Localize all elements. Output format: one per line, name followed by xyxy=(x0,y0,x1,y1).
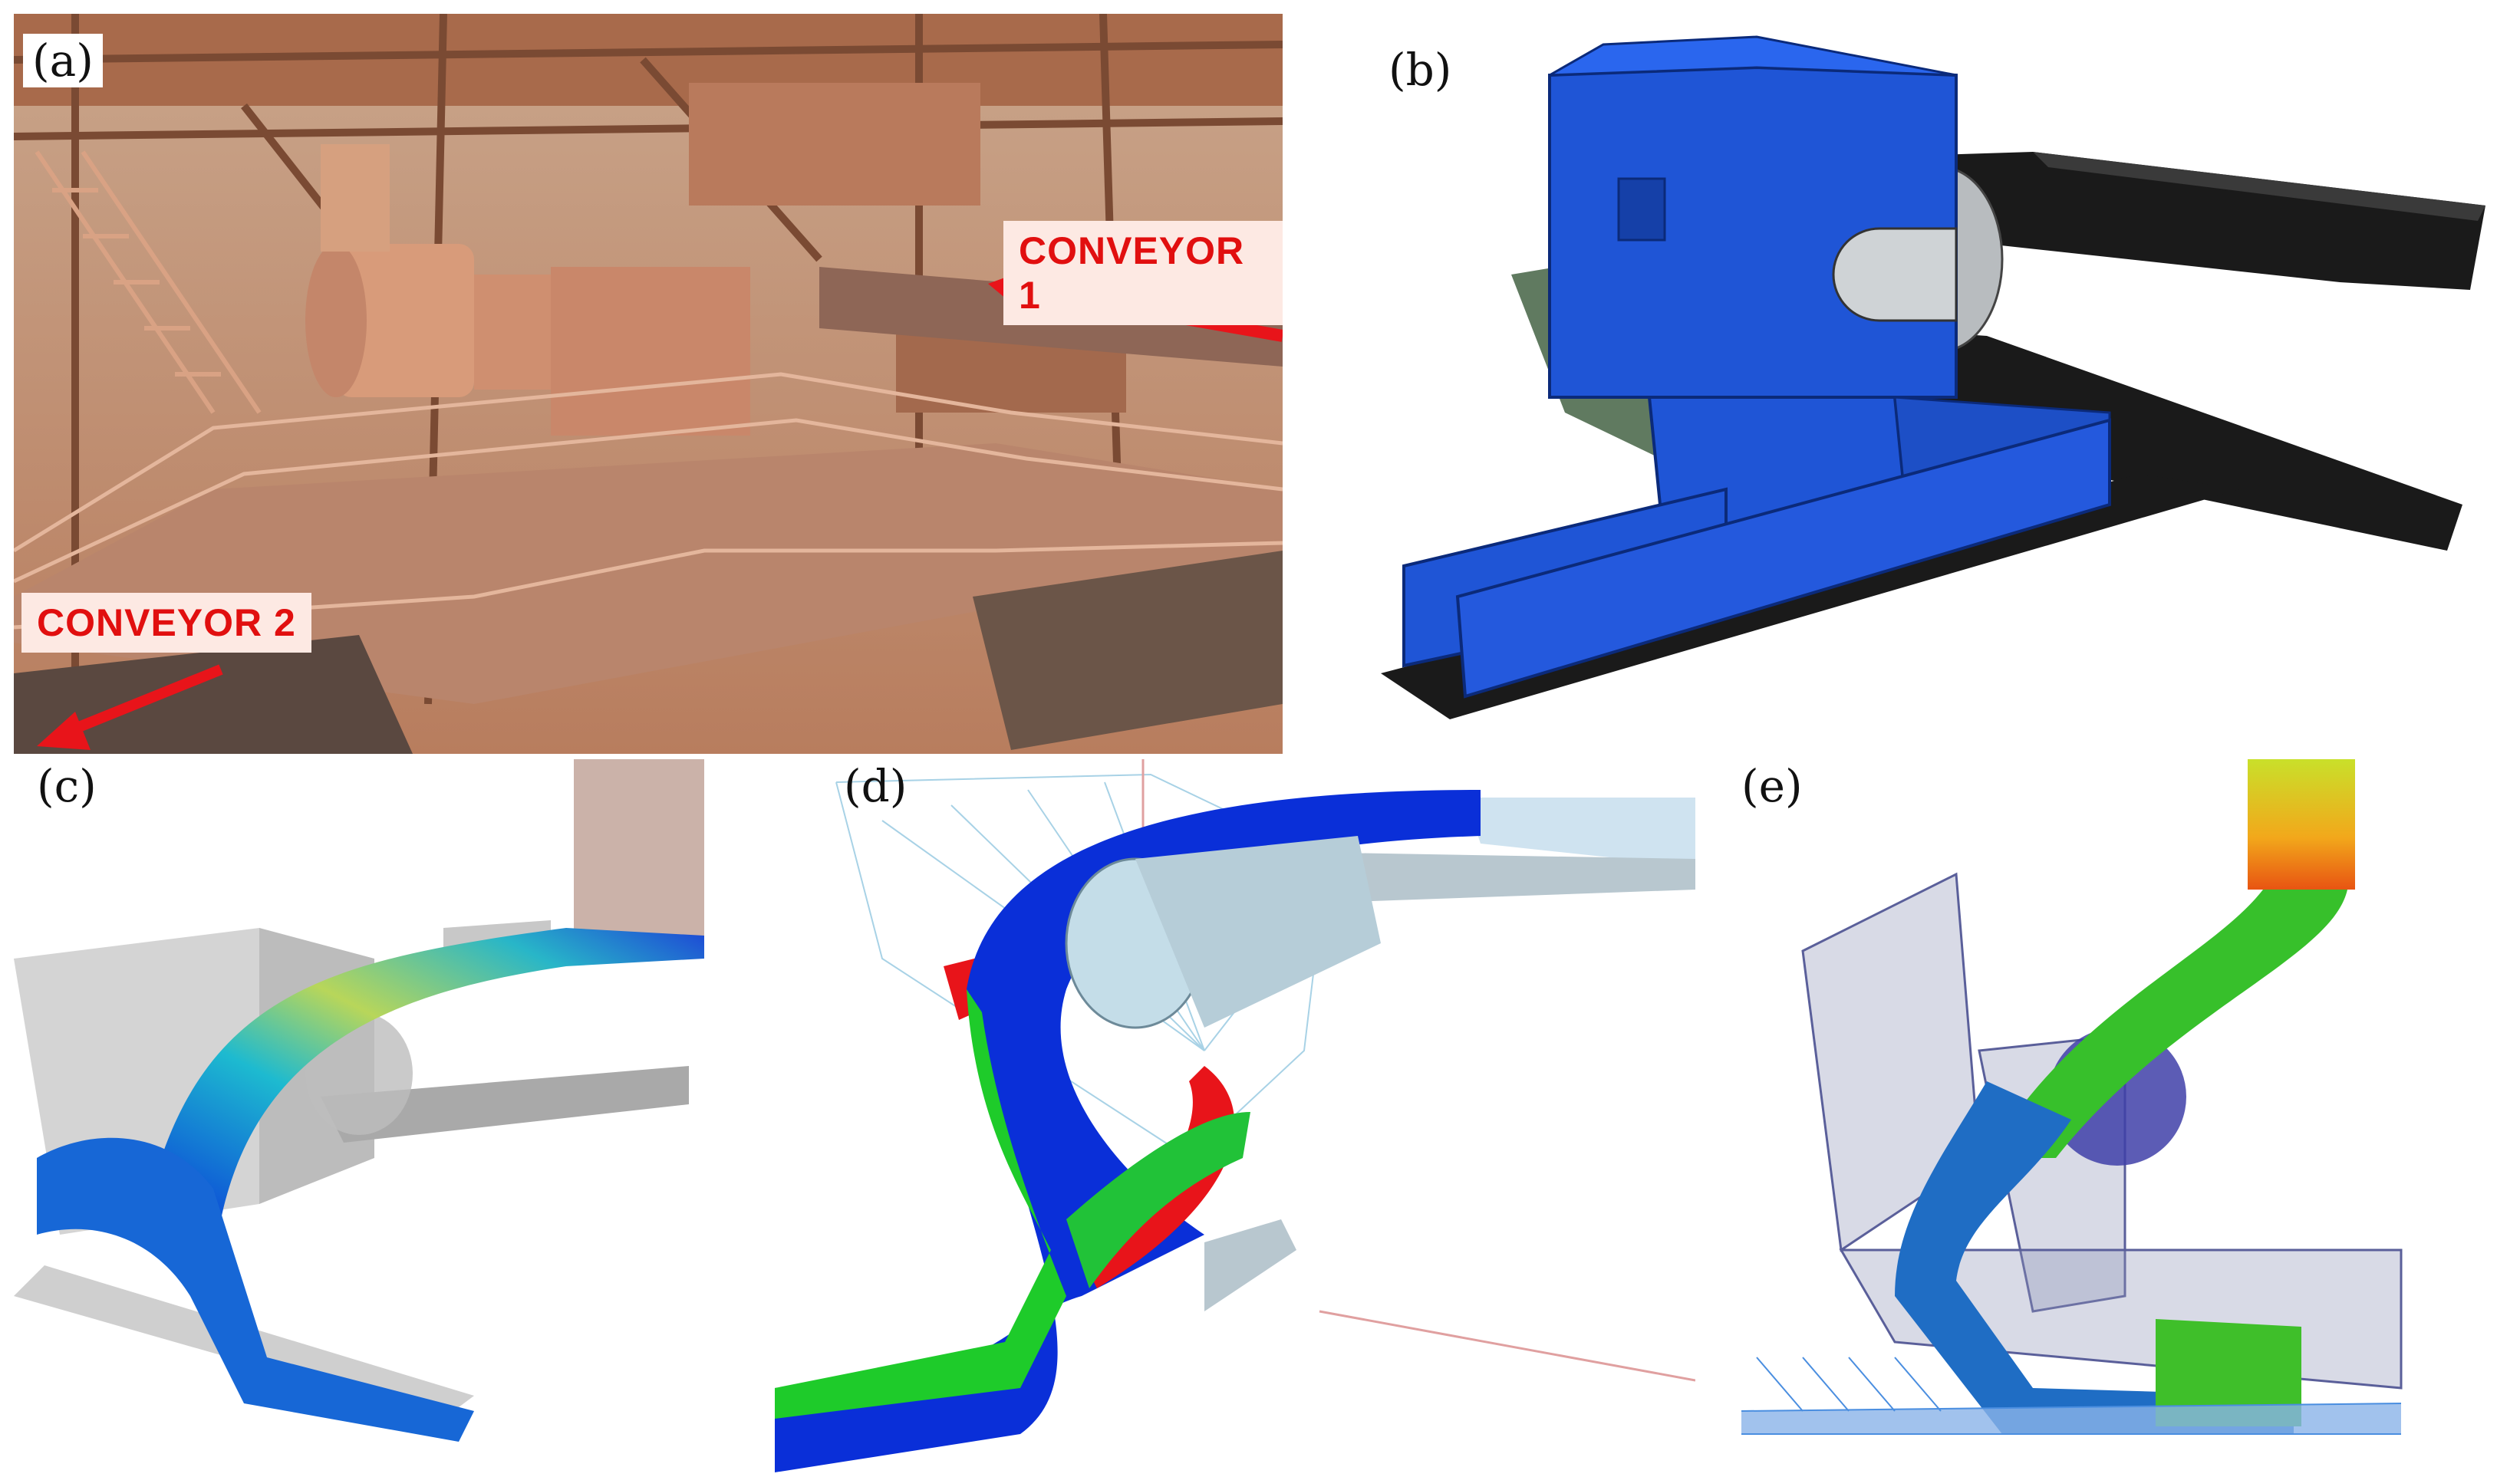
particle-simulation-c xyxy=(14,759,704,1442)
panel-a-label: (a) xyxy=(23,34,103,87)
conveyor-1-label: CONVEYOR 1 xyxy=(1003,221,1283,325)
panel-c-label: (c) xyxy=(37,760,97,812)
panel-e-simulation: (e) xyxy=(1711,759,2508,1472)
panel-e-label: (e) xyxy=(1741,760,1803,812)
chute-cad-drawing xyxy=(1381,35,2485,719)
plant-photo xyxy=(14,14,1283,754)
panel-d-simulation: (d) xyxy=(775,759,1695,1472)
panel-b-cad-model: (b) xyxy=(1296,14,2508,754)
particle-simulation-e xyxy=(1741,759,2403,1435)
particle-simulation-d xyxy=(775,759,1695,1472)
conveyor-2-label: CONVEYOR 2 xyxy=(21,593,311,653)
panel-b-label: (b) xyxy=(1388,44,1452,96)
panel-c-simulation: (c) xyxy=(14,759,743,1472)
panel-a-photo: (a) CONVEYOR 1 CONVEYOR 2 xyxy=(14,14,1283,754)
panel-d-label: (d) xyxy=(844,760,908,812)
